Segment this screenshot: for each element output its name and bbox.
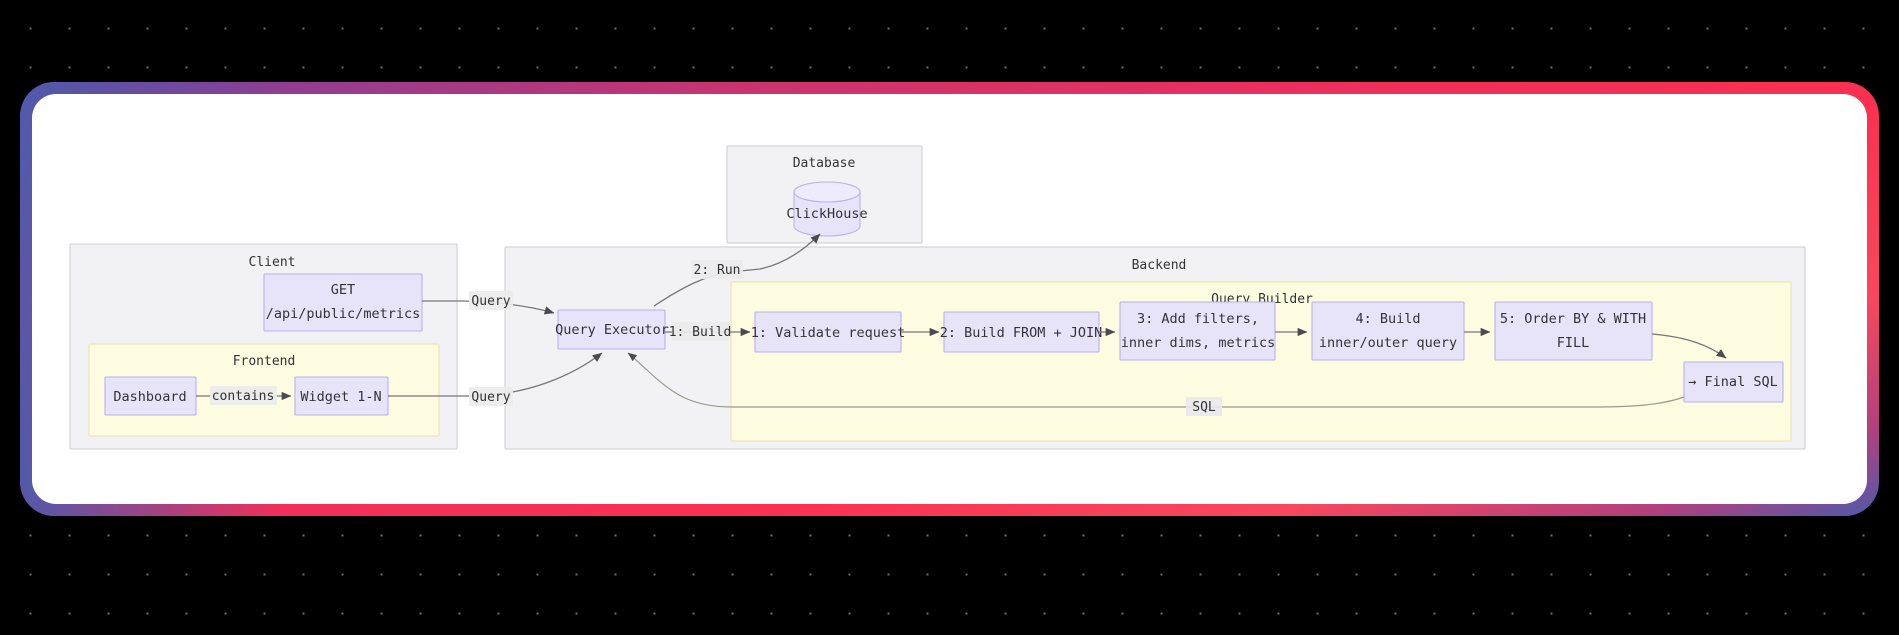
edge-api-executor: Query bbox=[422, 291, 555, 315]
node-step-5-box bbox=[1494, 301, 1653, 361]
architecture-diagram: Database ClickHouse Client GET /api/publ… bbox=[69, 145, 1806, 450]
diagram-canvas: Database ClickHouse Client GET /api/publ… bbox=[32, 94, 1867, 504]
node-widget-label: Widget 1-N bbox=[300, 389, 381, 405]
node-step-5-label-line2: FILL bbox=[1557, 335, 1590, 351]
node-widget[interactable]: Widget 1-N bbox=[294, 376, 389, 416]
database-cylinder-icon bbox=[793, 191, 861, 237]
edge-finalsql-executor-label-bg bbox=[1186, 397, 1222, 416]
group-backend-label: Backend bbox=[1132, 258, 1187, 273]
database-cylinder-top bbox=[793, 181, 861, 203]
node-step-4-label-line2: inner/outer query bbox=[1319, 335, 1457, 351]
node-step-5[interactable]: 5: Order BY & WITH FILL bbox=[1494, 301, 1653, 361]
edge-api-executor-label: Query bbox=[471, 294, 510, 309]
group-query-builder: Query Builder 1: Validate request 2: Bui… bbox=[730, 281, 1792, 442]
node-clickhouse-label: ClickHouse bbox=[786, 206, 867, 222]
node-final-sql-box bbox=[1683, 361, 1784, 403]
edge-dashboard-widget: contains bbox=[196, 386, 292, 405]
node-query-executor[interactable]: Query Executor bbox=[555, 309, 669, 350]
edge-step5-finalsql-line bbox=[1651, 333, 1727, 359]
node-dashboard-label: Dashboard bbox=[113, 389, 186, 405]
node-clickhouse[interactable]: ClickHouse bbox=[786, 181, 868, 237]
node-step-3-box bbox=[1119, 301, 1276, 361]
group-frontend-label: Frontend bbox=[233, 354, 296, 369]
node-api-path-label: /api/public/metrics bbox=[266, 306, 420, 322]
node-step-4-box bbox=[1311, 301, 1465, 361]
edge-dashboard-widget-label: contains bbox=[212, 389, 275, 404]
node-step-4-label-line1: 4: Build bbox=[1355, 311, 1420, 327]
node-api-endpoint[interactable]: GET /api/public/metrics bbox=[263, 273, 423, 332]
edge-executor-step1-label: 1: Build bbox=[669, 325, 732, 340]
group-client: Client GET /api/public/metrics Frontend … bbox=[69, 243, 458, 450]
edge-executor-clickhouse-label-bg bbox=[691, 260, 743, 279]
edge-executor-clickhouse: 2: Run bbox=[653, 233, 821, 307]
group-database-label: Database bbox=[793, 156, 856, 171]
edge-executor-step1-label-bg bbox=[672, 322, 729, 341]
edge-widget-executor-label-bg bbox=[469, 387, 513, 406]
edge-api-executor-label-bg bbox=[469, 291, 513, 310]
node-step-3-label-line2: inner dims, metrics bbox=[1121, 335, 1275, 351]
node-step-1-label: 1: Validate request bbox=[751, 325, 905, 341]
edge-executor-step1: 1: Build bbox=[665, 322, 751, 341]
node-query-executor-box bbox=[557, 309, 666, 350]
node-step-3[interactable]: 3: Add filters, inner dims, metrics bbox=[1119, 301, 1276, 361]
group-frontend: Frontend Dashboard Widget 1-N contains bbox=[88, 343, 440, 437]
group-backend: Backend Query Executor Query Builder 1: … bbox=[504, 246, 1806, 450]
group-client-label: Client bbox=[249, 255, 296, 270]
node-step-2[interactable]: 2: Build FROM + JOIN bbox=[940, 311, 1103, 353]
node-step-4[interactable]: 4: Build inner/outer query bbox=[1311, 301, 1465, 361]
node-query-executor-label: Query Executor bbox=[555, 322, 669, 338]
node-step-2-label: 2: Build FROM + JOIN bbox=[940, 325, 1103, 341]
edge-finalsql-executor: SQL bbox=[627, 352, 1685, 416]
node-api-endpoint-box bbox=[263, 273, 423, 332]
edge-executor-clickhouse-label: 2: Run bbox=[694, 263, 741, 278]
node-step-3-label-line1: 3: Add filters, bbox=[1137, 311, 1259, 327]
node-step-5-label-line1: 5: Order BY & WITH bbox=[1500, 311, 1646, 327]
edge-finalsql-executor-label: SQL bbox=[1192, 400, 1216, 415]
gradient-frame: Database ClickHouse Client GET /api/publ… bbox=[20, 82, 1879, 516]
edge-widget-executor-label: Query bbox=[471, 390, 510, 405]
node-dashboard[interactable]: Dashboard bbox=[104, 376, 197, 416]
node-final-sql-label: → Final SQL bbox=[1688, 374, 1777, 390]
edge-finalsql-executor-line bbox=[627, 352, 1685, 408]
group-database: Database ClickHouse bbox=[726, 145, 923, 244]
node-final-sql[interactable]: → Final SQL bbox=[1683, 361, 1784, 403]
node-step-1[interactable]: 1: Validate request bbox=[751, 311, 905, 353]
edge-dashboard-widget-label-bg bbox=[210, 386, 277, 405]
node-api-method-label: GET bbox=[331, 282, 355, 298]
edge-widget-executor: Query bbox=[388, 352, 603, 406]
